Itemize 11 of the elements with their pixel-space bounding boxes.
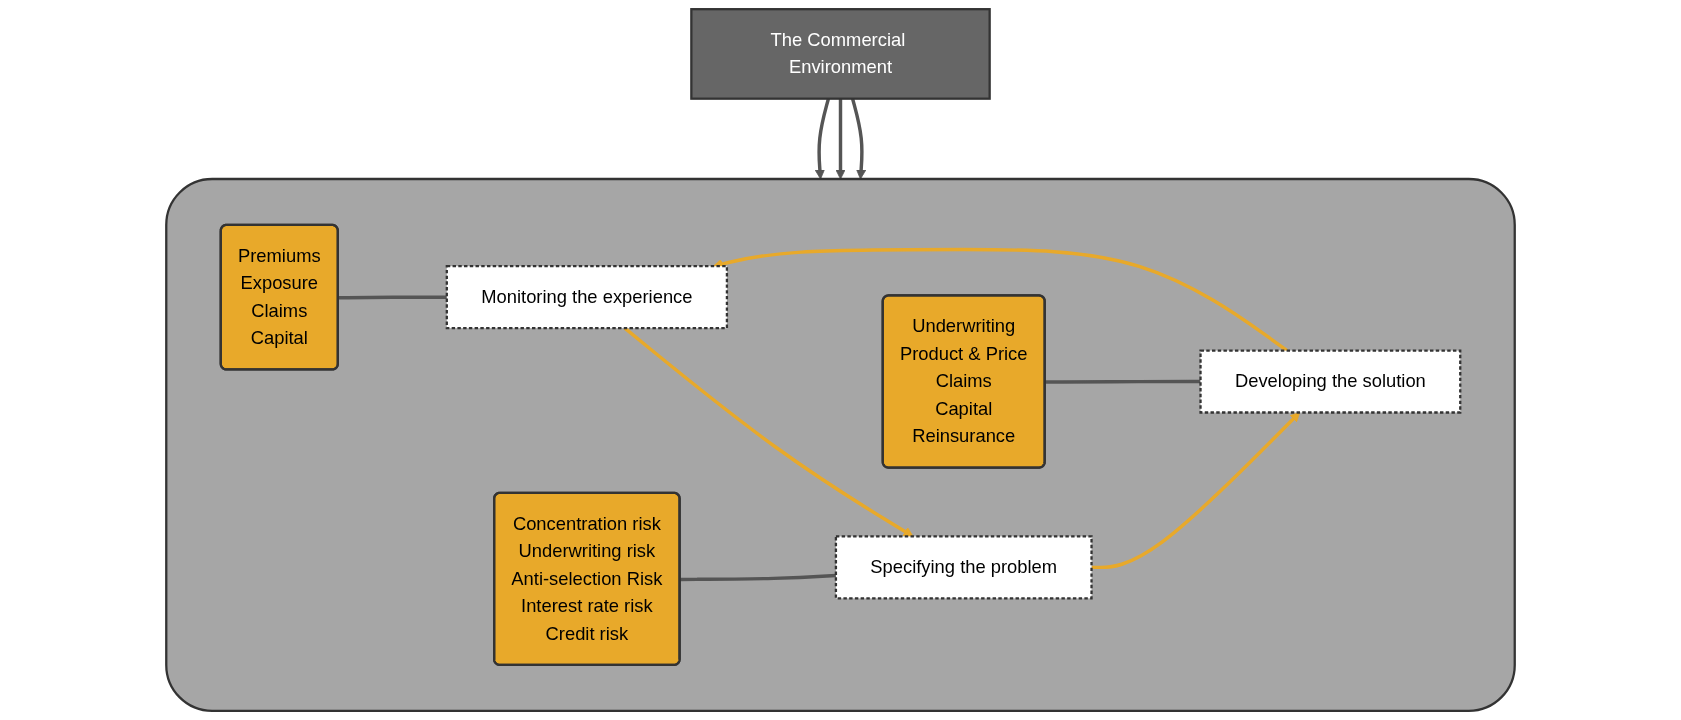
- node-box: The Commercial Environment: [690, 8, 991, 100]
- arrow: [850, 98, 867, 180]
- arrow: [814, 98, 831, 180]
- arrow: [835, 98, 846, 180]
- arrow: [1091, 412, 1301, 570]
- node-box: Specifying the problem: [834, 535, 1093, 600]
- connector: [338, 295, 447, 300]
- node-box: Monitoring the experience: [445, 265, 729, 330]
- cluster: [165, 177, 1516, 712]
- connector: [1045, 379, 1201, 384]
- node-box: Developing the solution: [1199, 349, 1462, 414]
